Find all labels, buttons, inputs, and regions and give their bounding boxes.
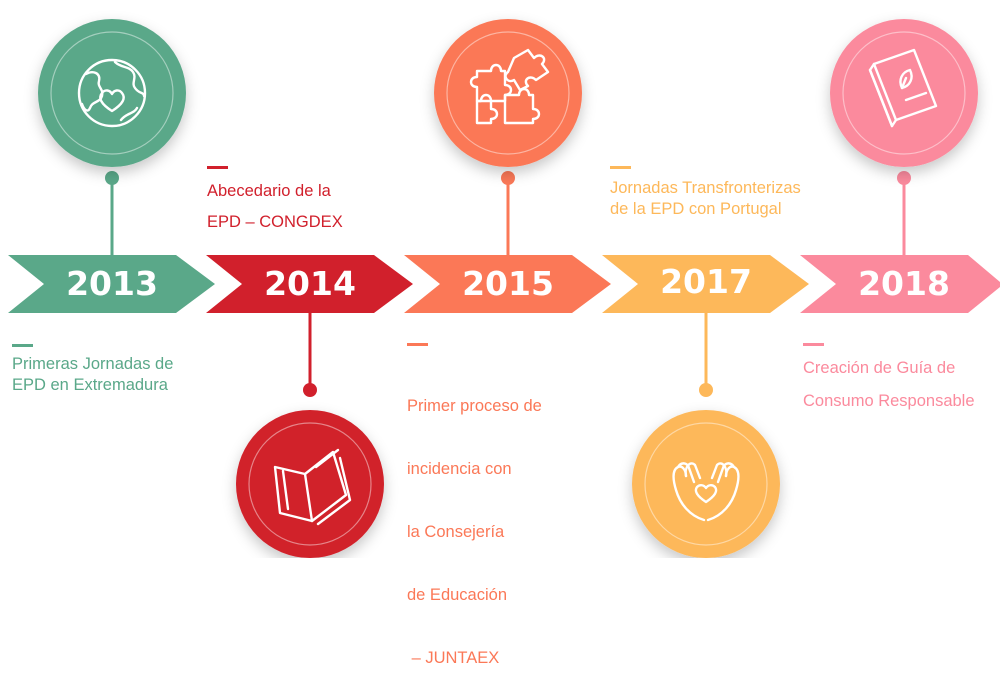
desc-dash-2013 [12, 344, 33, 347]
milestone-circle-2018 [830, 19, 978, 167]
year-label-2017: 2017 [660, 262, 752, 301]
arrow-2015 [404, 255, 611, 313]
description-2018: Creación de Guía de Consumo Responsable [803, 352, 975, 418]
description-line: EPD – CONGDEX [207, 213, 343, 231]
description-line: Jornadas Transfronterizas [610, 179, 801, 197]
connector-2017 [699, 312, 713, 397]
desc-dash-2018 [803, 343, 824, 346]
globe-heart-icon [77, 58, 147, 128]
description-line: incidencia con [407, 460, 512, 478]
hands-heart-icon [672, 462, 740, 522]
description-line: EPD en Extremadura [12, 376, 168, 394]
description-line: de la EPD con Portugal [610, 200, 782, 218]
description-2014: Abecedario de la EPD – CONGDEX [207, 176, 343, 238]
description-line: la Consejería [407, 523, 505, 541]
description-line: Consumo Responsable [803, 392, 975, 410]
milestone-circle-2013 [38, 19, 186, 167]
milestone-circle-2014 [236, 410, 384, 558]
desc-dash-2017 [610, 166, 631, 169]
milestone-circle-2017 [632, 410, 780, 558]
arrow-2018 [800, 255, 1000, 313]
description-line: Abecedario de la [207, 182, 331, 200]
description-line: Primeras Jornadas de [12, 355, 174, 373]
description-line: Primer proceso de [407, 397, 542, 415]
description-line: – JUNTAEX [407, 649, 500, 667]
connector-2018 [897, 171, 911, 256]
arrow-2013 [8, 255, 215, 313]
connector-2014 [303, 312, 317, 397]
arrow-2017 [602, 255, 809, 313]
description-line: de Educación [407, 586, 507, 604]
milestone-circle-2015 [434, 19, 582, 167]
desc-dash-2015 [407, 343, 428, 346]
timeline-diagram: 2013 2014 2015 2017 2018 [8, 19, 1000, 558]
description-line: Creación de Guía de [803, 359, 956, 377]
connector-2013 [105, 171, 119, 256]
guide-book-icon [868, 48, 938, 128]
open-book-icon [273, 448, 352, 526]
connector-2015 [501, 171, 515, 256]
description-2015: Primer proceso de incidencia con la Cons… [407, 354, 542, 690]
year-label-2018: 2018 [858, 264, 950, 303]
year-label-2014: 2014 [264, 264, 356, 303]
puzzle-pieces-icon [469, 48, 550, 125]
description-2017: Jornadas Transfronterizas de la EPD con … [610, 178, 801, 220]
desc-dash-2014 [207, 166, 228, 169]
arrow-2014 [206, 255, 413, 313]
description-2013: Primeras Jornadas de EPD en Extremadura [12, 354, 173, 396]
year-label-2013: 2013 [66, 264, 158, 303]
year-label-2015: 2015 [462, 264, 554, 303]
